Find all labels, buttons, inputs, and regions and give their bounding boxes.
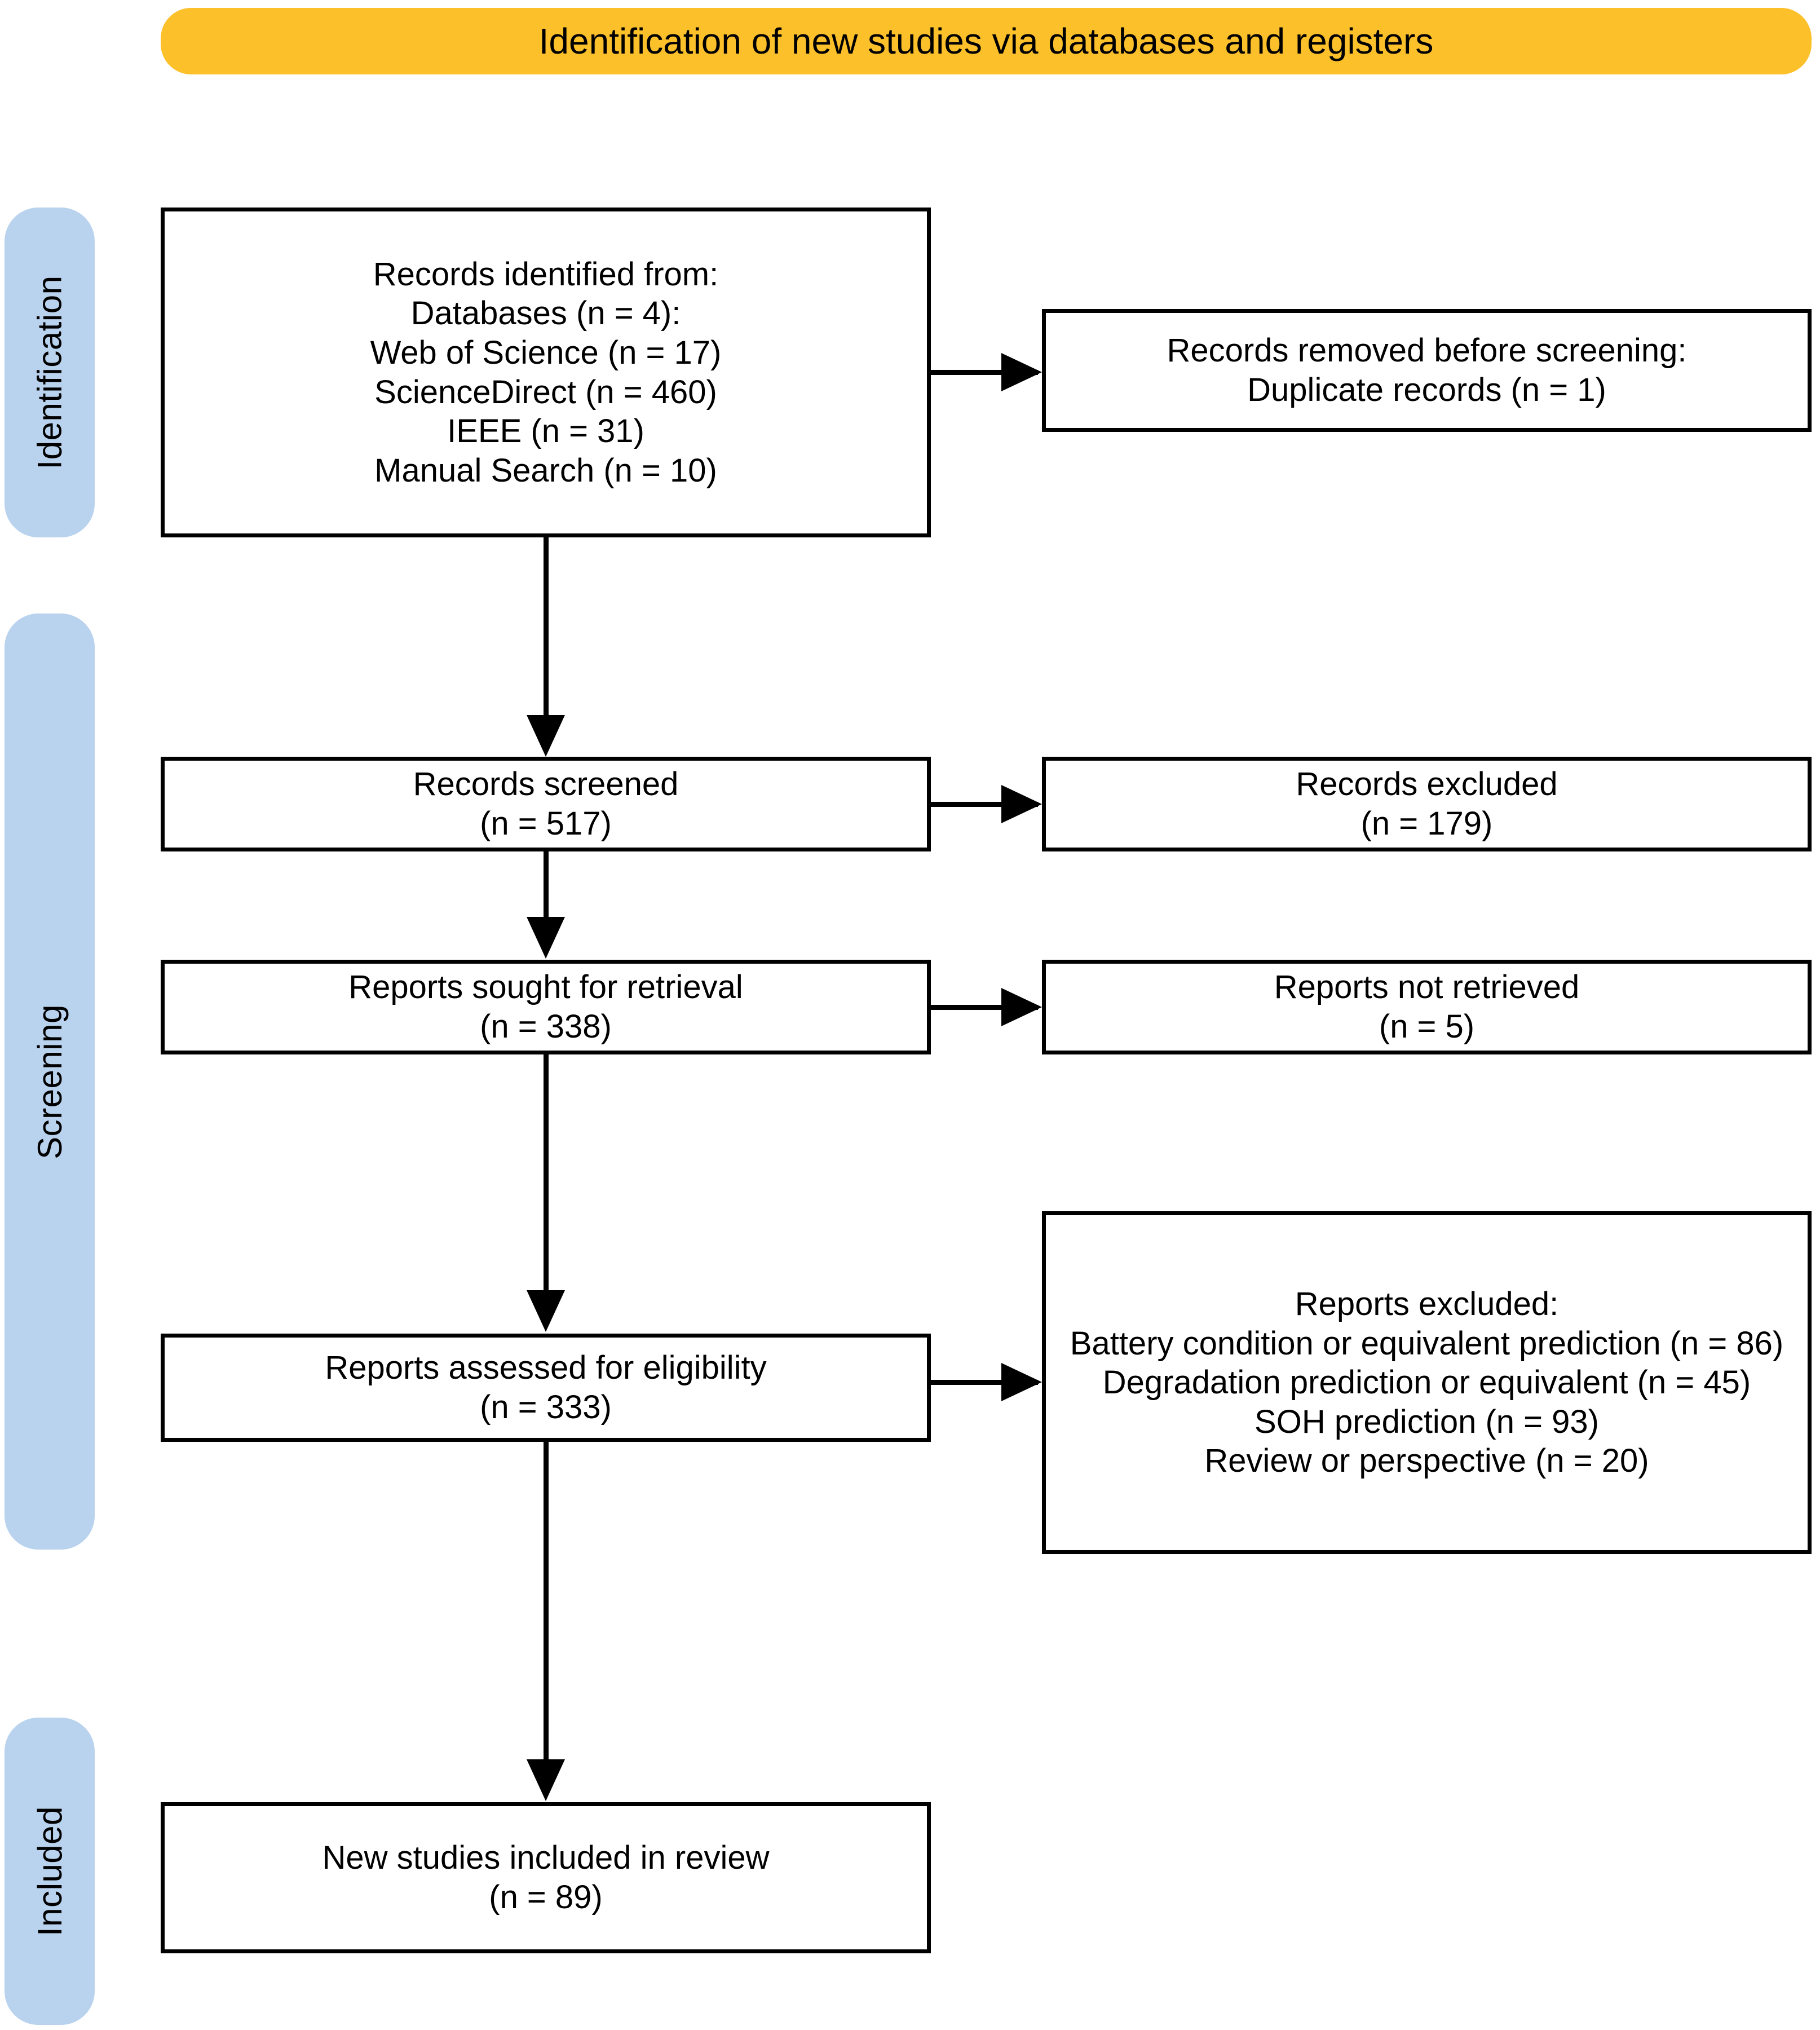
banner-identification: Identification of new studies via databa… (161, 8, 1812, 74)
box-records-screened: Records screened (n = 517) (161, 757, 931, 851)
box-line: (n = 338) (480, 1008, 612, 1045)
stage-label-included: Included (30, 1806, 69, 1936)
box-line: SOH prediction (n = 93) (1254, 1403, 1599, 1440)
box-line: Reports sought for retrieval (348, 969, 743, 1006)
arrow-screened-to-excluded (1001, 785, 1042, 823)
stage-pill-screening: Screening (5, 614, 95, 1550)
box-line: New studies included in review (322, 1839, 770, 1877)
connector-identified-to-removed (931, 370, 1038, 375)
box-line: Manual Search (n = 10) (374, 452, 717, 489)
arrow-identified-to-screened (527, 715, 565, 757)
arrow-sought-to-assessed (527, 1290, 565, 1332)
box-line: Reports assessed for eligibility (325, 1349, 767, 1387)
box-records-identified: Records identified from: Databases (n = … (161, 208, 931, 537)
box-line: (n = 517) (480, 805, 612, 842)
box-line: (n = 5) (1379, 1008, 1475, 1045)
box-line: Records identified from: (373, 255, 719, 293)
connector-screened-to-sought (544, 851, 549, 919)
connector-identified-to-screened (544, 537, 549, 718)
box-line: ScienceDirect (n = 460) (374, 373, 717, 411)
box-line: Databases (n = 4): (410, 295, 681, 332)
stage-pill-included: Included (5, 1718, 95, 2025)
connector-sought-to-assessed (544, 1054, 549, 1291)
box-line: (n = 89) (489, 1879, 603, 1916)
box-line: Degradation prediction or equivalent (n … (1102, 1364, 1751, 1401)
box-reports-sought: Reports sought for retrieval (n = 338) (161, 960, 931, 1054)
box-reports-assessed: Reports assessed for eligibility (n = 33… (161, 1334, 931, 1442)
box-line: (n = 179) (1360, 805, 1493, 842)
arrow-screened-to-sought (527, 917, 565, 959)
box-line: Review or perspective (n = 20) (1204, 1442, 1649, 1480)
box-line: Reports excluded: (1295, 1286, 1559, 1323)
box-line: (n = 333) (480, 1389, 612, 1426)
stage-label-screening: Screening (30, 1004, 69, 1159)
box-line: Reports not retrieved (1274, 969, 1580, 1006)
stage-pill-identification: Identification (5, 208, 95, 537)
arrow-assessed-to-included (527, 1759, 565, 1801)
box-line: Records removed before screening: (1167, 332, 1687, 369)
box-line: Records screened (413, 766, 679, 803)
box-line: Battery condition or equivalent predicti… (1070, 1325, 1784, 1362)
box-new-studies-included: New studies included in review (n = 89) (161, 1802, 931, 1953)
connector-screened-to-excluded (931, 802, 1038, 807)
box-reports-not-retrieved: Reports not retrieved (n = 5) (1042, 960, 1812, 1054)
connector-sought-to-not-retrieved (931, 1005, 1038, 1010)
arrow-identified-to-removed (1001, 353, 1042, 391)
arrow-assessed-to-reports-excluded (1001, 1363, 1042, 1401)
banner-title: Identification of new studies via databa… (538, 21, 1434, 61)
connector-assessed-to-reports-excluded (931, 1380, 1038, 1385)
stage-label-identification: Identification (30, 275, 69, 470)
box-line: Duplicate records (n = 1) (1247, 372, 1606, 408)
box-line: Web of Science (n = 17) (370, 334, 722, 371)
connector-assessed-to-included (544, 1442, 549, 1760)
box-line: Records excluded (1296, 766, 1558, 803)
arrow-sought-to-not-retrieved (1001, 988, 1042, 1026)
box-records-excluded: Records excluded (n = 179) (1042, 757, 1812, 851)
box-records-removed: Records removed before screening: Duplic… (1042, 309, 1812, 432)
box-reports-excluded: Reports excluded: Battery condition or e… (1042, 1211, 1812, 1554)
box-line: IEEE (n = 31) (447, 413, 644, 450)
